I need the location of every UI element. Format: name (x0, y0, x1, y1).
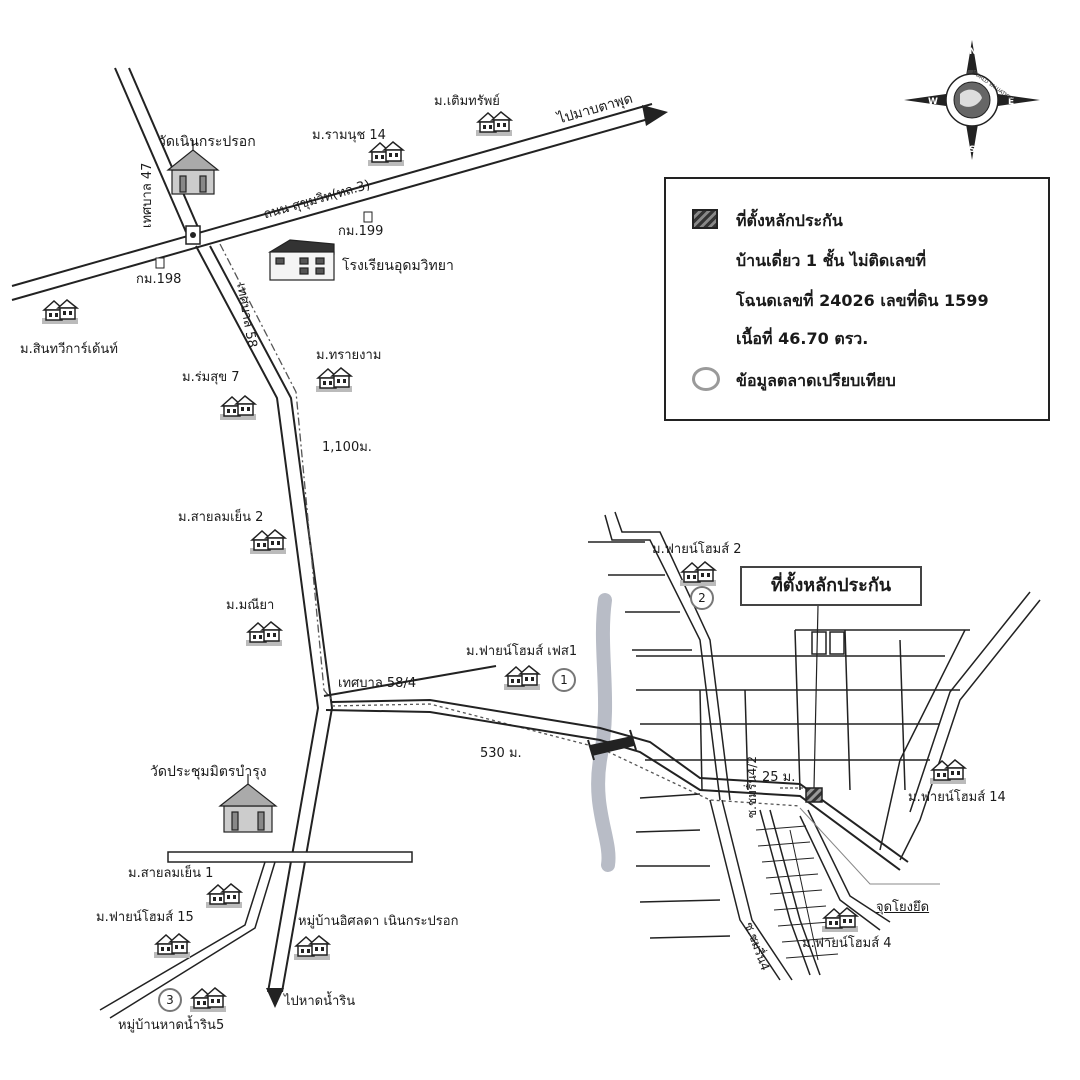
village-maneeya: ม.มณียา (226, 598, 275, 613)
village-house-icon (249, 529, 287, 555)
route-line-2 (331, 703, 801, 807)
tessaban-58-4-road (323, 665, 909, 871)
legend-box: ที่ตั้งหลักประกัน บ้านเดี่ยว 1 ชั้น ไม่ต… (664, 177, 1050, 421)
sukhumvit-road (11, 103, 653, 301)
village-isalda: หมู่บ้านอิศลดา เนินกระปรอก (298, 914, 459, 929)
market-marker-3: 3 (158, 988, 182, 1012)
village-fine-home-14: ม.ฟายน์โฮมส์ 14 (908, 790, 1006, 805)
school-label: โรงเรียนอุดมวิทยา (342, 258, 454, 274)
km-post-198 (155, 257, 165, 269)
km199-label: กม.199 (338, 224, 384, 239)
legend-area: เนื้อที่ 46.70 ตรว. (736, 329, 869, 348)
tessaban-58-road (195, 245, 334, 993)
compass-n: N (969, 47, 977, 57)
village-hat-nam-rin-5: หมู่บ้านหาดน้ำริน5 (118, 1018, 225, 1033)
village-fine-home-4: ม.ฟายน์โฮมส์ 4 (802, 936, 892, 951)
village-house-icon (153, 933, 191, 959)
village-romsuk-7: ม.ร่มสุข 7 (182, 370, 240, 385)
tessaban-47-label: เทศบาล 47 (140, 162, 155, 228)
market-marker-1: 1 (552, 668, 576, 692)
canal (591, 593, 616, 872)
compass-rose-icon: N S E W WORLD VALUATION (904, 40, 1040, 160)
collateral-lot (805, 787, 823, 803)
village-house-icon (219, 395, 257, 421)
village-ramnut-14: ม.รามนุช 14 (312, 128, 386, 143)
km-post-199 (363, 211, 373, 223)
wat-prachum-label: วัดประชุมมิตรบำรุง (150, 764, 267, 780)
compass-w: W (928, 97, 938, 107)
village-sai-ngam: ม.ทรายงาม (316, 348, 382, 363)
to-hat-nam-rin-label: ไปหาดน้ำริน (284, 994, 356, 1009)
village-house-icon (475, 111, 513, 137)
lower-cross-road (99, 851, 413, 1019)
direction-arrow-south (266, 988, 284, 1008)
village-house-icon (245, 621, 283, 647)
temple-icon-2 (218, 774, 278, 833)
dead-end-label: จุดโยงยึด (876, 900, 930, 915)
legend-collateral-swatch (692, 209, 718, 229)
tessaban-58-4-label: เทศบาล 58/4 (338, 676, 417, 691)
collateral-callout: ที่ตั้งหลักประกัน (740, 566, 922, 606)
compass-e: E (1008, 97, 1014, 107)
dead-end-leader (799, 807, 940, 885)
village-house-icon (821, 907, 859, 933)
village-fine-home-15: ม.ฟายน์โฮมส์ 15 (96, 910, 194, 925)
market-marker-2: 2 (690, 586, 714, 610)
traffic-light-icon (185, 225, 201, 245)
tessaban-47-road (114, 67, 201, 233)
route-line (219, 243, 333, 701)
temple-icon (166, 140, 220, 195)
legend-market-label: ข้อมูลตลาดเปรียบเทียบ (736, 371, 896, 390)
village-sailom-yen-2: ม.สายลมเย็น 2 (178, 510, 264, 525)
wat-noen-krapok-label: วัดเนินกระปรอก (158, 134, 256, 150)
legend-market-swatch (692, 367, 720, 391)
village-house-icon (503, 665, 541, 691)
school-icon (267, 239, 335, 281)
km198-label: กม.198 (136, 272, 182, 287)
distance-25m: 25 ม. (762, 770, 796, 785)
distance-1100m: 1,100ม. (322, 440, 372, 455)
village-fine-home-phase1: ม.ฟายน์โฮมส์ เฟส1 (466, 644, 578, 659)
village-sinthawee: ม.สินทวีการ์เด้นท์ (20, 342, 118, 357)
village-house-icon (929, 759, 967, 785)
legend-house-desc: บ้านเดี่ยว 1 ชั้น ไม่ติดเลขที่ (736, 251, 927, 270)
soi-chomchuen-2-label: ซ.ชมรื่น4/2 (745, 756, 759, 818)
village-house-icon (205, 883, 243, 909)
village-house-icon (367, 141, 405, 167)
village-fine-home-2: ม.ฟายน์โฮมส์ 2 (652, 542, 742, 557)
distance-530m: 530 ม. (480, 746, 522, 761)
direction-arrow-east (642, 105, 668, 126)
village-house-icon (189, 987, 227, 1013)
legend-collateral-label: ที่ตั้งหลักประกัน (736, 211, 843, 230)
village-house-icon (679, 561, 717, 587)
village-house-icon (293, 935, 331, 961)
fine-home-grid (588, 511, 1041, 981)
compass-s: S (969, 145, 975, 155)
village-sailom-yen-1: ม.สายลมเย็น 1 (128, 866, 214, 881)
bridge (587, 729, 637, 761)
village-house-icon (315, 367, 353, 393)
lot-grid (755, 825, 839, 961)
legend-deed: โฉนดเลขที่ 24026 เลขที่ดิน 1599 (736, 291, 989, 310)
village-house-icon (41, 299, 79, 325)
village-term-sap: ม.เติมทรัพย์ (434, 94, 500, 109)
callout-leader (813, 605, 819, 789)
